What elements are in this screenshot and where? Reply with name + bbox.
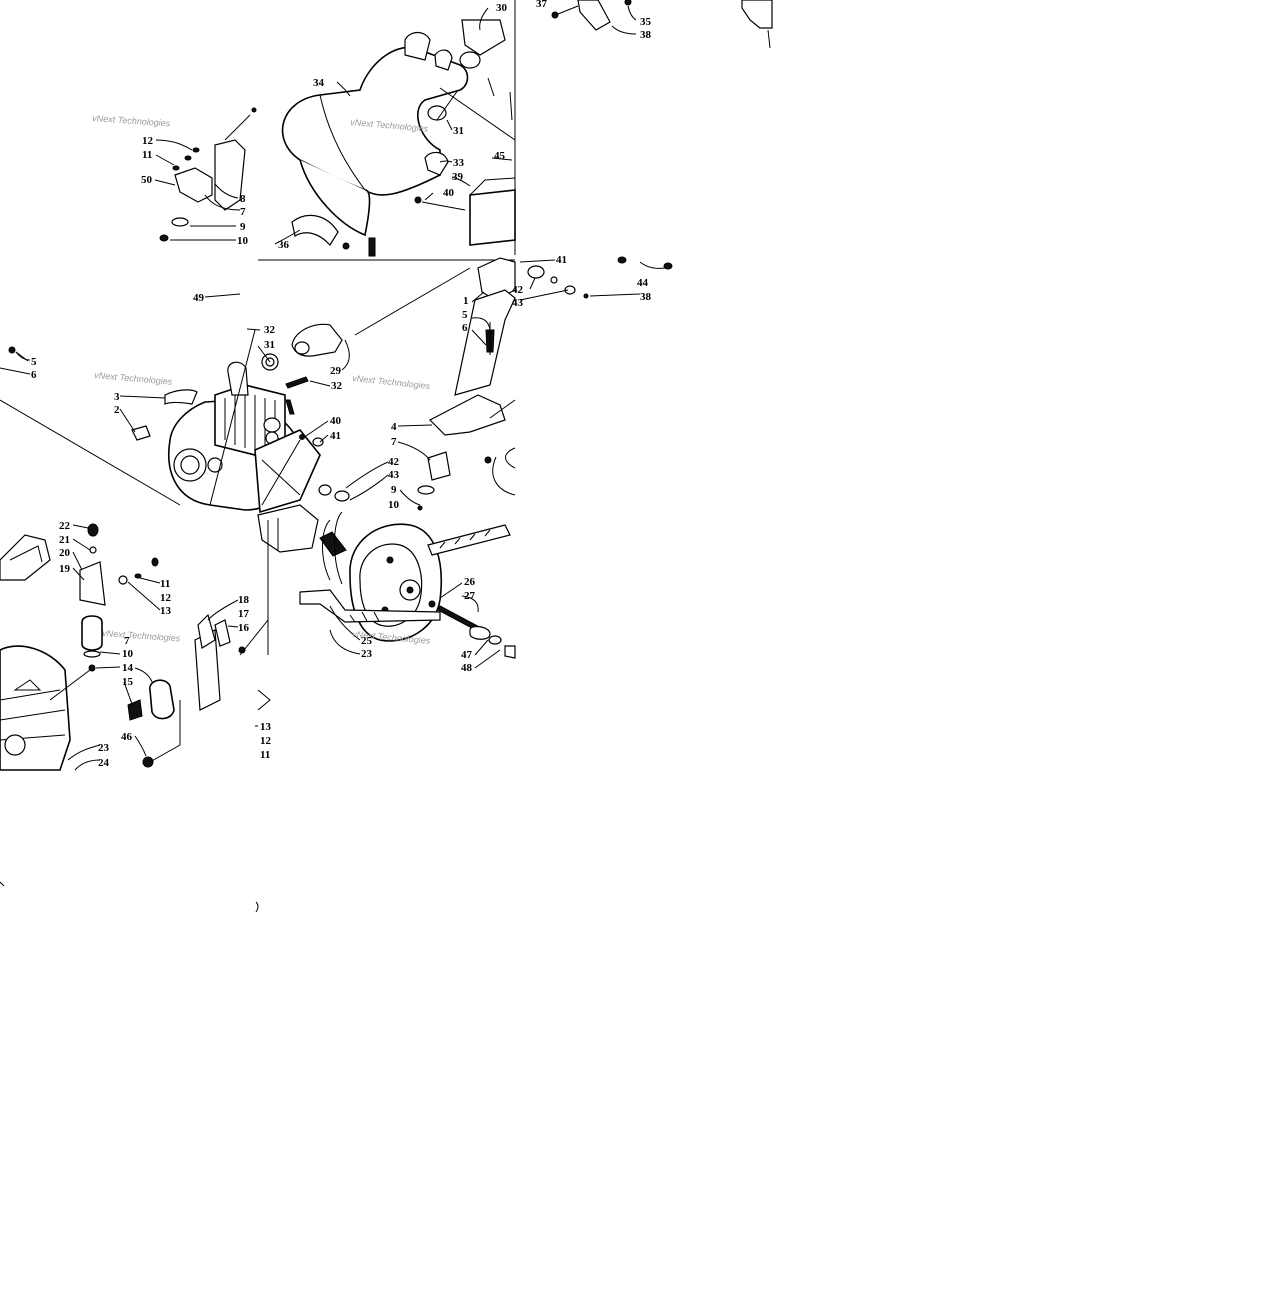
callout-label: 46 xyxy=(121,731,133,743)
callout-label: 7 xyxy=(391,436,397,448)
callout-labels: 30 37 35 38 34 31 33 45 39 40 12 11 50 8… xyxy=(31,0,652,769)
callout-label: 40 xyxy=(443,187,455,199)
callout-label: 23 xyxy=(98,742,110,754)
callout-label: 48 xyxy=(461,662,473,674)
callout-label: 9 xyxy=(240,221,246,233)
callout-label: 21 xyxy=(59,534,70,546)
callout-label: 29 xyxy=(330,365,342,377)
callout-label: 25 xyxy=(361,635,373,647)
callout-label: 27 xyxy=(464,590,476,602)
callout-label: 40 xyxy=(330,415,342,427)
watermark-text: vNext Technologies xyxy=(94,370,173,387)
callout-label: 47 xyxy=(461,649,473,661)
leader-lines xyxy=(15,7,569,757)
callout-label: 38 xyxy=(640,291,652,303)
callout-label: 39 xyxy=(452,171,464,183)
callout-label: 23 xyxy=(361,648,373,660)
callout-label: 11 xyxy=(160,578,170,590)
callout-label: 12 xyxy=(142,135,154,147)
callout-label: 15 xyxy=(122,676,134,688)
callout-label: 30 xyxy=(496,2,508,14)
callout-label: 6 xyxy=(462,322,468,334)
callout-label: 43 xyxy=(512,297,524,309)
top-fragment xyxy=(551,0,773,49)
callout-label: 32 xyxy=(331,380,343,392)
callout-label: 38 xyxy=(640,29,652,41)
callout-label: 8 xyxy=(240,193,246,205)
callout-label: 17 xyxy=(238,608,250,620)
callout-label: 36 xyxy=(278,239,290,251)
callout-label: 35 xyxy=(640,16,652,28)
spring-bracket-group xyxy=(154,107,257,242)
callout-label: 13 xyxy=(160,605,172,617)
callout-label: 31 xyxy=(453,125,464,137)
callout-label: 33 xyxy=(453,157,465,169)
engine-mount-group xyxy=(0,523,271,771)
right-mount-fragments xyxy=(354,256,673,336)
callout-label: 10 xyxy=(122,648,134,660)
callout-label: 45 xyxy=(494,150,506,162)
callout-label: 11 xyxy=(142,149,152,161)
callout-label: 4 xyxy=(391,421,397,433)
callout-label: 44 xyxy=(637,277,649,289)
callout-label: 18 xyxy=(238,594,250,606)
callout-label: 42 xyxy=(512,284,524,296)
callout-label: 19 xyxy=(59,563,71,575)
callout-label: 7 xyxy=(124,635,130,647)
callout-label: 16 xyxy=(238,622,250,634)
callout-label: 22 xyxy=(59,520,71,532)
callout-label: 9 xyxy=(391,484,397,496)
callout-label: 41 xyxy=(556,254,567,266)
callout-label: 42 xyxy=(388,456,400,468)
watermark-text: vNext Technologies xyxy=(352,373,431,391)
callout-label: 14 xyxy=(122,662,134,674)
stray-mark xyxy=(255,901,259,913)
callout-label: 12 xyxy=(260,735,272,747)
callout-label: 24 xyxy=(98,757,110,769)
callout-label: 43 xyxy=(388,469,400,481)
stray-mark xyxy=(0,881,5,887)
watermark-text: vNext Technologies xyxy=(92,113,171,128)
callout-label: 41 xyxy=(330,430,341,442)
watermark-text: vNext Technologies xyxy=(102,628,181,643)
callout-label: 5 xyxy=(462,309,468,321)
callout-label: 32 xyxy=(264,324,276,336)
callout-label: 10 xyxy=(388,499,400,511)
callout-label: 10 xyxy=(237,235,249,247)
callout-label: 13 xyxy=(260,721,272,733)
callout-label: 34 xyxy=(313,77,325,89)
callout-label: 2 xyxy=(114,404,120,416)
callout-label: 37 xyxy=(536,0,548,10)
callout-label: 7 xyxy=(240,206,246,218)
callout-label: 49 xyxy=(193,292,205,304)
callout-label: 1 xyxy=(463,295,469,307)
callout-label: 20 xyxy=(59,547,71,559)
callout-label: 5 xyxy=(31,356,37,368)
callout-label: 50 xyxy=(141,174,153,186)
callout-label: 3 xyxy=(114,391,120,403)
callout-label: 11 xyxy=(260,749,270,761)
callout-label: 6 xyxy=(31,369,37,381)
callout-label: 26 xyxy=(464,576,476,588)
callout-label: 12 xyxy=(160,592,172,604)
exhaust-group xyxy=(281,19,516,257)
callout-label: 31 xyxy=(264,339,275,351)
engine-assembly xyxy=(0,289,516,514)
